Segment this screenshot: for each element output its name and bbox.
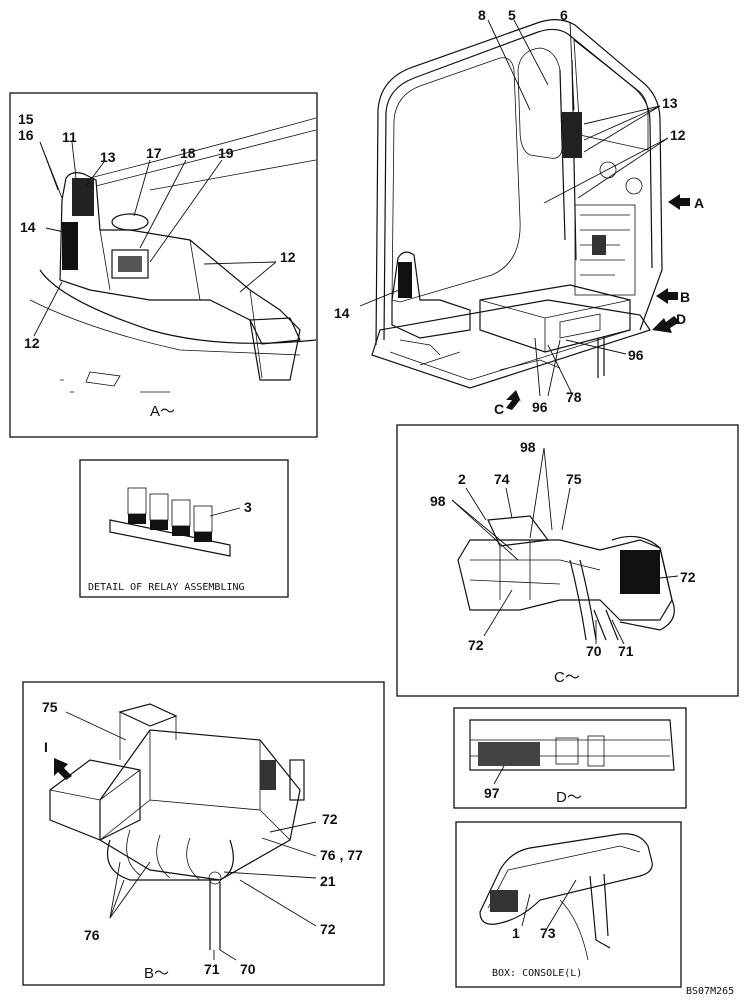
callout-relay-3: 3 [244,499,252,515]
arrow-label-c: C [494,401,504,417]
arrow-label-d: D [676,311,686,327]
panel-a: 15 16 11 13 17 18 19 14 12 12 A～ [9,92,318,438]
callout-b-76: 76 [84,927,100,943]
callout-c-72a: 72 [680,569,696,585]
callout-a-19: 19 [218,145,234,161]
panel-relay-detail: 3 DETAIL OF RELAY ASSEMBLING [79,459,289,598]
callout-b-75: 75 [42,699,58,715]
callout-c-74: 74 [494,471,510,487]
callout-96a: 96 [628,347,644,363]
callout-c-72b: 72 [468,637,484,653]
callout-c-98b: 98 [430,493,446,509]
callout-a-16: 16 [18,127,34,143]
view-arrow-i [54,758,72,780]
callout-c-71: 71 [618,643,634,659]
callout-b-72a: 72 [322,811,338,827]
view-arrow-a [668,194,690,210]
view-arrow-c [506,390,522,410]
callout-a-17: 17 [146,145,162,161]
drawing-code: BS07M265 [686,986,734,997]
callout-a-13: 13 [100,149,116,165]
arrow-label-i: I [44,739,48,755]
callout-14: 14 [334,305,350,321]
panel-b: I 75 72 76 , 77 21 76 72 71 70 B～ [22,681,385,986]
arrow-label-b: B [680,289,690,305]
panel-c: 98 2 74 75 98 72 72 70 71 C～ [396,424,739,697]
view-arrow-b [656,288,678,304]
callout-6: 6 [560,7,568,23]
view-arrow-d [652,316,680,333]
callout-13: 13 [662,95,678,111]
cab-main-view: A B D C 8 5 6 13 12 14 96 96 78 [334,7,704,417]
panel-c-caption: C～ [554,669,580,686]
callout-c-2: 2 [458,471,466,487]
callout-b-76-77: 76 , 77 [320,847,363,863]
callout-5: 5 [508,7,516,23]
callout-b-21: 21 [320,873,336,889]
panel-relay-caption: DETAIL OF RELAY ASSEMBLING [88,582,245,593]
arrow-label-a: A [694,195,704,211]
panel-a-caption: A～ [150,403,175,420]
callout-c-70: 70 [586,643,602,659]
callout-a-18: 18 [180,145,196,161]
panel-b-caption: B～ [144,965,169,982]
panel-console-caption: BOX: CONSOLE(L) [492,968,582,979]
callout-console-73: 73 [540,925,556,941]
callout-b-71: 71 [204,961,220,977]
callout-console-1: 1 [512,925,520,941]
callout-a-15: 15 [18,111,34,127]
panel-console: 1 73 BOX: CONSOLE(L) [455,821,682,988]
callout-c-98a: 98 [520,439,536,455]
callout-a-11: 11 [62,129,77,145]
callout-96b: 96 [532,399,548,415]
callout-b-72b: 72 [320,921,336,937]
callout-8: 8 [478,7,486,23]
callout-c-75: 75 [566,471,582,487]
callout-a-14: 14 [20,219,36,235]
callout-12: 12 [670,127,686,143]
panel-d-caption: D～ [556,789,582,806]
callout-b-70: 70 [240,961,256,977]
callout-a-12a: 12 [280,249,296,265]
callout-d-97: 97 [484,785,500,801]
panel-d: 97 D～ [453,707,687,809]
callout-78: 78 [566,389,582,405]
callout-a-12b: 12 [24,335,40,351]
